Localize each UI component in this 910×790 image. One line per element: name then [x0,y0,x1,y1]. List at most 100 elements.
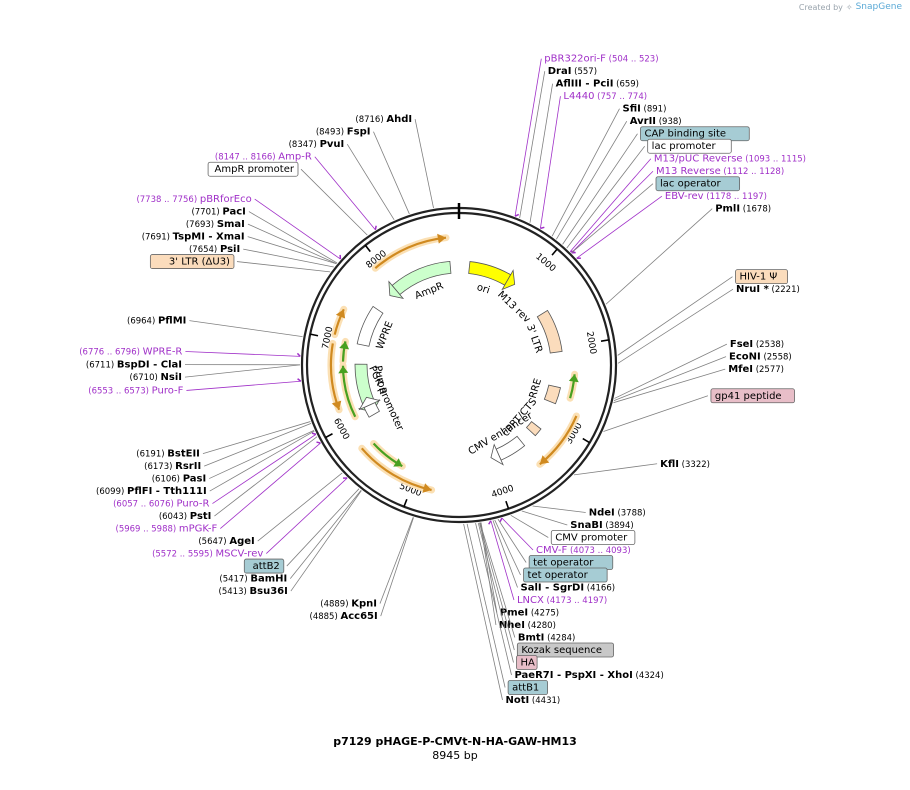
leader-line-ltr-du3 [236,261,331,273]
orf-glow [339,362,359,421]
feature-arrowhead-ori [501,269,516,291]
feature-box-label: gp41 peptide [715,391,782,402]
leader-line-pmli [605,208,713,305]
label-name: NdeI [589,508,615,519]
feature-box [550,530,636,545]
label-name: DraI [548,66,572,77]
site-label: (8347) PvuI [289,139,345,150]
orf-arrowhead [339,341,350,350]
primer-mark-cmv-f [499,517,503,523]
leader-line-tspmi [247,236,337,265]
label-bsu36i: (5413) Bsu36I [219,586,288,597]
site-label: (6106) PasI [152,474,206,485]
site-label: AvrII (938) [630,116,682,127]
label-name: LNCX [517,595,544,606]
label-nrui: NruI * (2221) [736,284,800,295]
inner-label: WPRE [375,320,396,351]
label-m13-rev: M13 Reverse (1112 .. 1128) [656,166,784,177]
label-name: M13 Reverse [656,166,721,177]
feature-wpre [356,305,384,347]
site-label: (5413) Bsu36I [219,586,288,597]
orf-arrowhead [335,309,346,319]
leader-line-nsii [184,364,301,378]
label-name: pBRforEco [200,194,252,205]
label-gp41: gp41 peptide [710,388,795,404]
feature-box-label: CMV promoter [555,533,628,544]
leader-line-bsu36i [290,490,362,592]
label-kpni: (4889) KpnI [320,599,377,610]
label-lac-promoter: lac promoter [647,138,732,154]
feature-box [655,176,741,192]
label-name: SalI [521,583,542,594]
site-label: EBV-rev (1178 .. 1197) [665,191,767,202]
feature-cppt [525,421,542,437]
leader-line-avrii [556,121,628,240]
site-label: SfiI (891) [623,104,667,115]
label-suffix: - XmaI [205,232,245,243]
label-position: (557) [571,67,597,77]
label-mpgk-f: (5969 .. 5988) mPGK-F [116,524,218,535]
label-attb1: attB1 [507,680,549,695]
label-hiv-psi: HIV-1 Ψ [735,269,788,285]
label-nsii: (6710) NsiI [130,372,182,383]
label-name: CMV-F [536,545,567,556]
label-name: PstI [190,511,212,522]
credit-brand: SnapGene [855,2,902,12]
label-rsrii: (6173) RsrII [144,461,201,472]
site-label: (7701) PacI [191,207,245,218]
orf-arrowhead [331,400,342,410]
label-tspmi: (7691) TspMI - XmaI [142,232,245,243]
leader-line-psti [214,436,318,517]
label-position: (8493) [316,127,347,137]
label-pasi: (6106) PasI [152,474,206,485]
site-label: MfeI (2577) [728,364,784,375]
label-name: Bsu36I [250,586,288,597]
site-label: (5417) BamHI [219,574,287,585]
label-snabi: SnaBI (3894) [570,520,633,531]
site-label: pBR322ori-F (504 .. 523) [544,54,658,65]
label-name: PmlI [715,204,740,215]
backbone-inner [305,211,613,519]
feature-box-label: HA [521,658,536,669]
label-ndei: NdeI (3788) [589,508,646,519]
site-label: (6099) PflFI - Tth111I [96,486,207,497]
label-name: TspMI [173,232,205,243]
label-position: (4275) [528,608,559,618]
leader-line-afliii [529,83,553,223]
label-suffix: - Tth111I [152,486,206,497]
leader-line-sali [492,520,518,588]
site-label: (8493) FspI [316,127,371,138]
label-name: AvrII [630,116,656,127]
label-position: (4166) [584,583,615,593]
inner-label: M13 rev [495,289,532,325]
label-position: (4073 .. 4093) [567,546,630,556]
label-name: NsiI [161,372,182,383]
leader-line-econi [613,356,727,402]
label-position: (4280) [525,621,556,631]
leader-line-ebv-rev [576,195,663,259]
map-title-block: p7129 pHAGE-P-CMVt-N-HA-GAW-HM13 8945 bp [0,735,910,762]
label-suffix: - PciI [582,79,614,90]
label-name: M13/pUC Reverse [654,154,743,165]
label-cmv-f: CMV-F (4073 .. 4093) [536,545,631,556]
label-mfei: MfeI (2577) [728,364,784,375]
orf-arrowhead [393,458,403,467]
snapgene-credit: Created by ✧ SnapGene [799,2,902,12]
label-ahdi: (8716) AhdI [355,114,412,125]
site-label: KflI (3322) [660,459,710,470]
label-m13-puc-rev: M13/pUC Reverse (1093 .. 1115) [654,154,806,165]
leader-line-mpgk-f [220,442,321,529]
label-paer7i: PaeR7I - PspXI - XhoI (4324) [514,670,663,681]
site-label: (7691) TspMI - XmaI [142,232,245,243]
feature-box-label: lac operator [660,179,721,190]
feature-rre [543,384,561,405]
leader-line-attb2 [286,488,360,567]
site-label: (6553 .. 6573) Puro-F [88,385,183,396]
leader-line-pbr322ori-f [514,58,542,217]
leader-line-pflfi [209,430,315,492]
label-position: (891) [641,104,667,114]
leader-line-drai [519,71,546,219]
label-name: SfiI [623,104,641,115]
ruler-tick-label: 4000 [490,484,515,501]
label-name: L4440 [563,91,594,102]
